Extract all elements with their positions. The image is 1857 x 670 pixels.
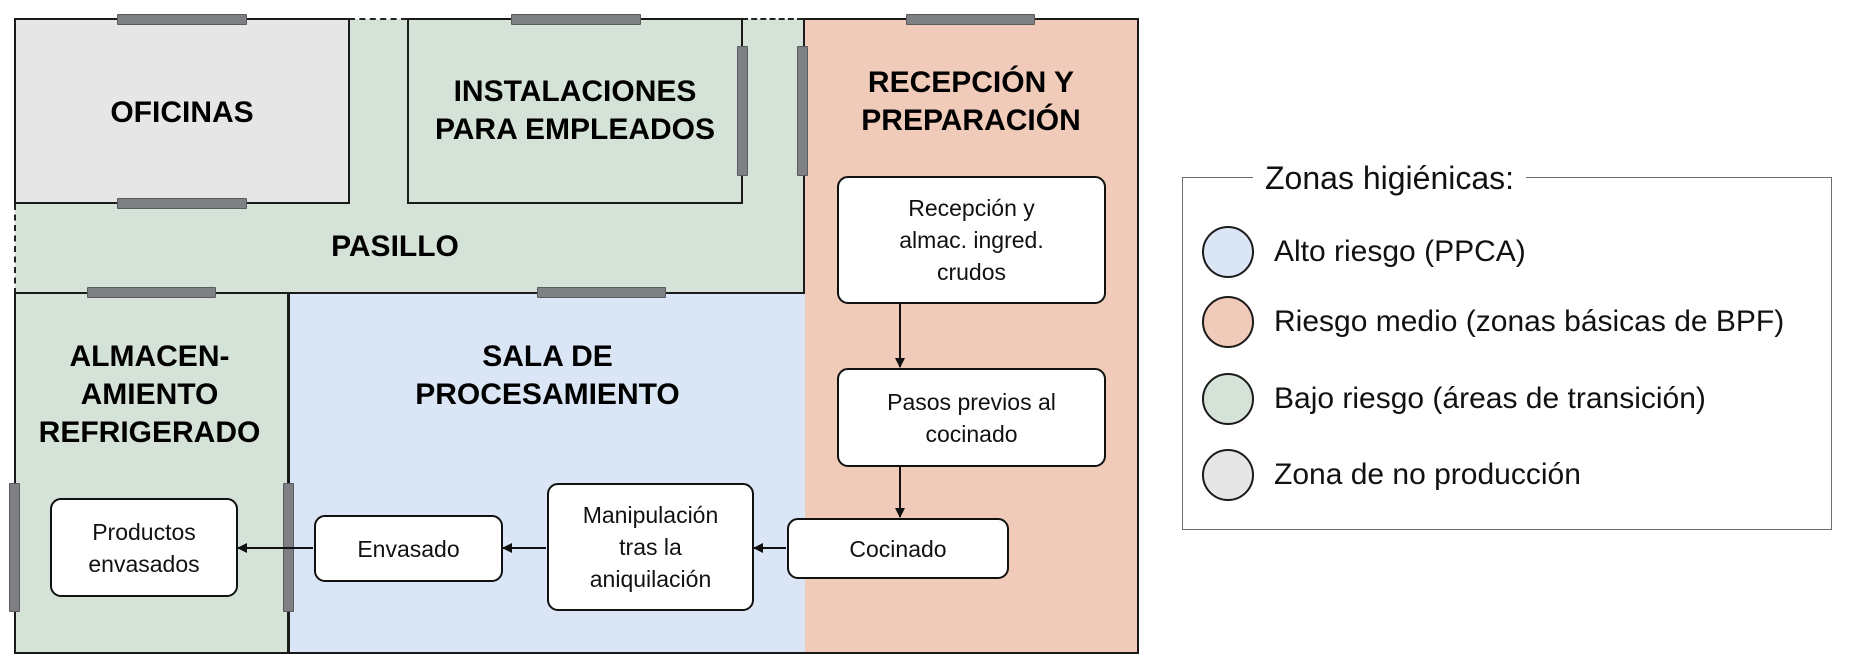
room-title-pasillo: PASILLO <box>331 230 459 263</box>
room-instalaciones: INSTALACIONES PARA EMPLEADOS <box>407 18 743 204</box>
step-label: Recepción y almac. ingred. crudos <box>899 195 1044 285</box>
door-almacenamiento-left <box>9 483 20 612</box>
step-cocinado: Cocinado <box>787 518 1009 579</box>
room-oficinas: OFICINAS <box>14 18 350 204</box>
legend-label: Alto riesgo (PPCA) <box>1274 235 1526 268</box>
door-oficinas-top <box>117 14 247 25</box>
door-instalaciones-right <box>737 46 748 176</box>
legend-item-medium-risk: Riesgo medio (zonas básicas de BPF) <box>1202 295 1784 349</box>
legend-swatch-high-risk-icon <box>1202 226 1254 278</box>
step-envasado: Envasado <box>314 515 503 582</box>
step-label: Productos envasados <box>88 518 200 577</box>
room-title-almacenamiento: ALMACEN- AMIENTO REFRIGERADO <box>38 340 261 449</box>
door-oficinas-bottom <box>117 198 247 209</box>
door-recepcion-left <box>797 46 808 176</box>
step-pasos-previos: Pasos previos al cocinado <box>837 368 1106 467</box>
step-label: Envasado <box>357 535 460 562</box>
legend-item-non-production: Zona de no producción <box>1202 448 1581 502</box>
room-title-instalaciones: INSTALACIONES PARA EMPLEADOS <box>434 75 716 146</box>
step-label: Manipulación tras la aniquilación <box>582 502 719 592</box>
step-recepcion-almacenamiento: Recepción y almac. ingred. crudos <box>837 176 1106 304</box>
door-recepcion-top <box>906 14 1035 25</box>
room-almacenamiento: ALMACEN- AMIENTO REFRIGERADO <box>14 292 289 654</box>
legend-label: Zona de no producción <box>1274 458 1581 491</box>
room-title-procesamiento: SALA DE PROCESAMIENTO <box>415 340 680 411</box>
legend-label: Riesgo medio (zonas básicas de BPF) <box>1274 305 1785 338</box>
legend-label: Bajo riesgo (áreas de transición) <box>1274 382 1706 415</box>
corridor-open-edge-top-2 <box>742 18 803 20</box>
legend-item-low-risk: Bajo riesgo (áreas de transición) <box>1202 372 1706 426</box>
corridor-open-edge-top-1 <box>349 18 407 20</box>
legend-item-high-risk: Alto riesgo (PPCA) <box>1202 225 1526 279</box>
step-label: Pasos previos al cocinado <box>887 388 1056 447</box>
legend-swatch-non-production-icon <box>1202 449 1254 501</box>
legend-swatch-medium-risk-icon <box>1202 296 1254 348</box>
room-title-recepcion: RECEPCIÓN Y PREPARACIÓN <box>861 66 1081 137</box>
step-manipulacion: Manipulación tras la aniquilación <box>547 483 754 611</box>
legend-title: Zonas higiénicas: <box>1253 160 1527 196</box>
legend-swatch-low-risk-icon <box>1202 373 1254 425</box>
door-almacenamiento-top <box>87 287 216 298</box>
step-label: Cocinado <box>849 535 947 562</box>
corridor-open-edge-left <box>14 204 16 294</box>
door-instalaciones-top <box>511 14 641 25</box>
step-productos-envasados: Productos envasados <box>50 498 238 597</box>
room-title-oficinas: OFICINAS <box>110 96 254 129</box>
door-procesamiento-top <box>537 287 666 298</box>
